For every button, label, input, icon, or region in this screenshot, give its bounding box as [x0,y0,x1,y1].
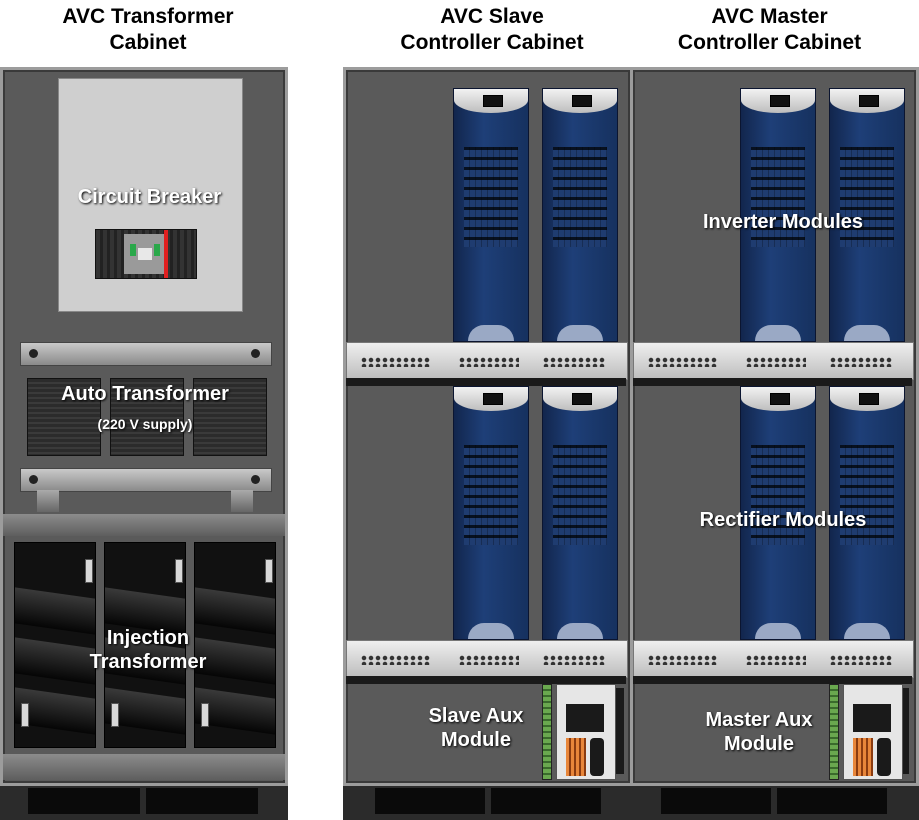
master-rectifier-module-1 [740,386,816,640]
master-aux-module-device [829,684,911,780]
master-aux-module-label: Master Aux Module [705,709,813,755]
slave-inverter-module-2 [542,88,618,342]
injection-coil-1 [14,542,96,748]
auto-transformer-top-bar [20,342,272,366]
header-slave-cabinet: AVC Slave Controller Cabinet [400,5,584,54]
master-inverter-module-2 [829,88,905,342]
slave-aux-module-label: Slave Aux Module [428,705,524,751]
slave-lower-shelf [346,676,626,684]
slave-rectifier-module-2 [542,386,618,640]
auto-transformer-label: Auto Transformer [61,383,229,405]
controller-cabinets-base [343,786,919,820]
injection-transformer-bottom-strip [3,754,285,780]
transformer-cabinet: Circuit Breaker Auto Transformer (220 V … [0,67,288,786]
auto-transformer-sublabel: (220 V supply) [97,416,193,432]
circuit-breaker-label: Circuit Breaker [77,186,222,208]
auto-transformer-body [27,364,267,468]
master-rectifier-module-2 [829,386,905,640]
injection-coil-3 [194,542,276,748]
master-controller-cabinet: Inverter Modules Rectifier Modules Maste… [630,67,919,786]
master-upper-shelf [633,378,912,386]
auto-transformer-bottom-bar [20,468,272,492]
slave-upper-shelf [346,378,626,386]
slave-lower-rail [346,640,628,678]
master-upper-rail [633,342,914,380]
injection-transformer-top-strip [3,514,285,536]
injection-transformer-label: Injection Transformer [89,627,207,673]
header-master-cabinet: AVC Master Controller Cabinet [677,5,862,54]
transformer-cabinet-base [0,786,288,820]
slave-inverter-module-1 [453,88,529,342]
rectifier-modules-label: Rectifier Modules [699,509,867,531]
slave-rectifier-module-1 [453,386,529,640]
circuit-breaker-device [95,229,197,279]
master-lower-rail [633,640,914,678]
inverter-modules-label: Inverter Modules [702,211,864,233]
header-transformer-cabinet: AVC Transformer Cabinet [62,5,234,54]
slave-controller-cabinet: Slave Aux Module [343,67,633,786]
injection-coil-2 [104,542,186,748]
slave-upper-rail [346,342,628,380]
master-lower-shelf [633,676,912,684]
slave-aux-module-device [542,684,626,780]
master-inverter-module-1 [740,88,816,342]
auto-transformer-feet [37,490,253,512]
